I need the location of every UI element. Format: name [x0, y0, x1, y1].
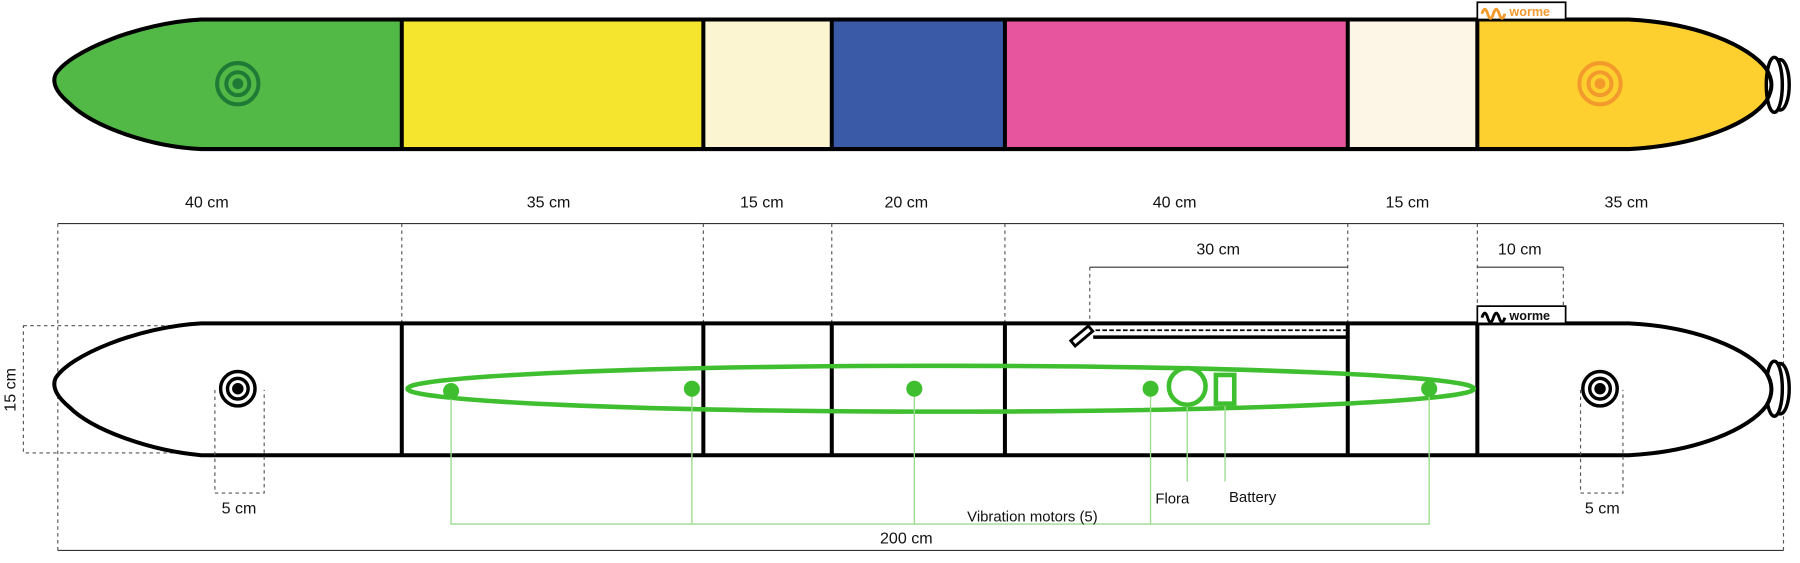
dim-segment-1: 40 cm: [185, 194, 229, 212]
eye-icon-green: [215, 61, 261, 107]
dim-logo-offset: 10 cm: [1498, 241, 1542, 259]
segment-cream-light: [1347, 19, 1478, 150]
vibration-motor: [1142, 380, 1159, 397]
dim-segment-2: 35 cm: [527, 194, 571, 212]
label-vibration-motors: Vibration motors (5): [967, 510, 1098, 526]
dim-eye-left: 5 cm: [222, 500, 257, 518]
dim-segment-5: 40 cm: [1153, 194, 1197, 212]
vibration-motor: [443, 382, 460, 400]
electronics: Vibration motors (5) Flora Battery: [405, 363, 1477, 526]
dim-eye-right: 5 cm: [1585, 500, 1620, 518]
segment-tail: [1477, 19, 1772, 150]
vibration-motor: [1421, 380, 1438, 397]
worme-logo-outline: worme: [1476, 305, 1567, 325]
eye-icon-left: [218, 369, 257, 408]
vibration-motor: [683, 380, 700, 397]
eye-icon-orange: [1577, 61, 1623, 107]
zipper: [1068, 323, 1348, 348]
dim-segment-7: 35 cm: [1605, 194, 1649, 212]
dim-segment-3: 15 cm: [740, 194, 784, 212]
dim-zipper: 30 cm: [1196, 241, 1240, 259]
dim-segment-6: 15 cm: [1386, 194, 1430, 212]
label-flora: Flora: [1155, 491, 1190, 507]
segment-blue: [831, 19, 1005, 150]
dim-segment-4: 20 cm: [884, 194, 928, 212]
segment-yellow: [401, 19, 704, 150]
segment-cream: [703, 19, 832, 150]
label-battery: Battery: [1229, 490, 1277, 506]
battery: [1213, 372, 1237, 406]
logo-text: worme: [1508, 5, 1550, 19]
segment-pink: [1004, 19, 1348, 150]
dim-height: 15 cm: [1, 368, 19, 412]
colored-worm: worme: [52, 1, 1791, 152]
segment-dimensions: 40 cm 35 cm 15 cm 20 cm 40 cm 15 cm 35 c…: [1, 194, 1785, 551]
logo-text-outline: worme: [1508, 309, 1550, 323]
eye-icon-right: [1581, 369, 1619, 408]
wiring-loop: [405, 363, 1477, 414]
dim-total: 200 cm: [880, 530, 933, 548]
worme-logo: worme: [1476, 1, 1567, 21]
vibration-motor: [906, 380, 923, 397]
flora-board: [1166, 365, 1208, 408]
